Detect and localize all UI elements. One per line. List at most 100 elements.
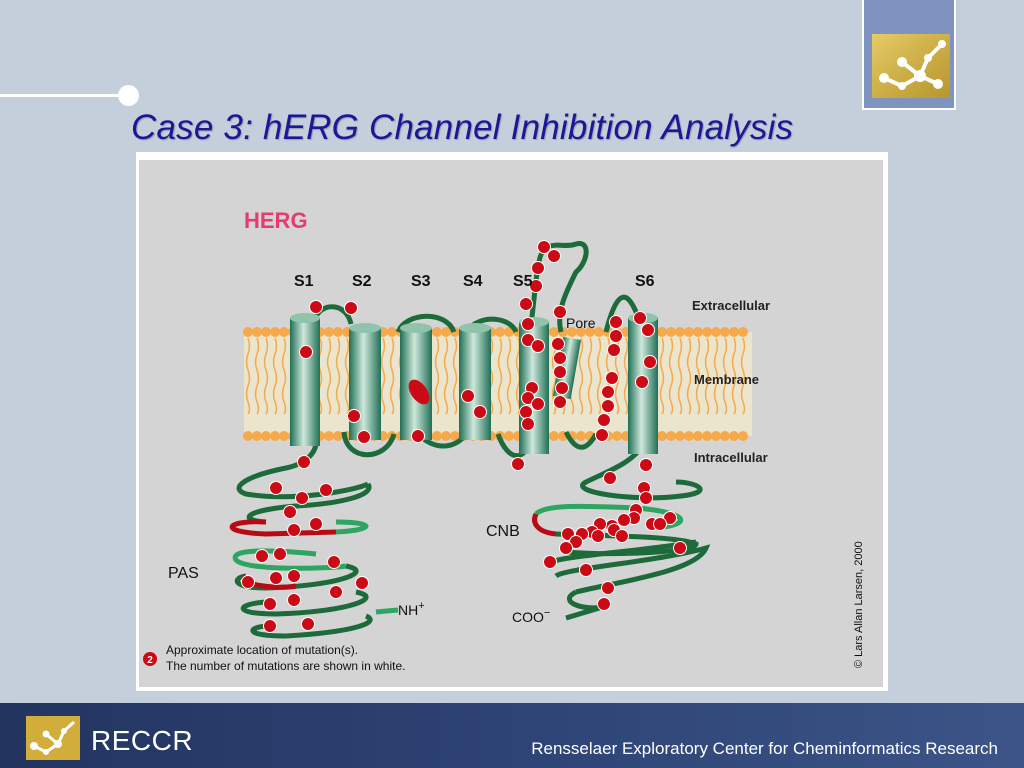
segment-labels: S1 S2 S3 S4 S5 S6	[294, 273, 655, 290]
lipid-tail	[623, 337, 629, 415]
lipid-head	[675, 327, 685, 337]
mutation-marker	[559, 541, 573, 555]
mutation-marker	[529, 279, 543, 293]
legend-line-1: Approximate location of mutation(s).	[166, 643, 358, 657]
lipid-tail	[272, 337, 278, 415]
mutation-marker	[591, 529, 605, 543]
lipid-head	[666, 327, 676, 337]
cnb-domain-label: CNB	[486, 523, 520, 540]
segment-label-s5: S5	[513, 273, 533, 290]
mutation-marker	[319, 483, 333, 497]
lipid-head	[657, 327, 667, 337]
mutation-marker	[357, 430, 371, 444]
mutation-marker	[553, 395, 567, 409]
lipid-head	[567, 327, 577, 337]
pore-label: Pore	[566, 315, 596, 331]
lipid-tail	[686, 337, 692, 415]
mutation-marker	[255, 549, 269, 563]
intracellular-label: Intracellular	[694, 450, 768, 465]
mutation-marker	[411, 429, 425, 443]
lipid-tail	[677, 337, 683, 415]
lipid-head	[495, 327, 505, 337]
mutation-marker	[263, 597, 277, 611]
s3-mutation-cluster	[408, 379, 430, 405]
legend: 2 Approximate location of mutation(s). T…	[143, 643, 405, 673]
lipid-head	[450, 431, 460, 441]
mutation-marker	[297, 455, 311, 469]
lipid-head	[261, 431, 271, 441]
lipid-head	[333, 431, 343, 441]
lipid-head	[432, 431, 442, 441]
legend-badge-number: 2	[147, 655, 153, 666]
footer-bar: RECCR Rensselaer Exploratory Center for …	[0, 703, 1024, 768]
mutation-marker	[355, 576, 369, 590]
mutation-marker	[551, 337, 565, 351]
mutation-marker	[601, 581, 615, 595]
mutation-marker	[597, 413, 611, 427]
mutation-marker	[617, 513, 631, 527]
mutation-marker	[555, 381, 569, 395]
mutation-marker	[283, 505, 297, 519]
lipid-head	[711, 431, 721, 441]
lipid-head	[693, 327, 703, 337]
mutation-marker	[609, 329, 623, 343]
lipid-head	[576, 327, 586, 337]
mutation-marker	[344, 301, 358, 315]
mutation-marker	[327, 555, 341, 569]
mutation-marker	[309, 517, 323, 531]
lipid-head	[243, 431, 253, 441]
lipid-head	[666, 431, 676, 441]
mutation-marker	[347, 409, 361, 423]
c-terminus-label: COO−	[512, 607, 550, 625]
lipid-head	[432, 327, 442, 337]
mutation-marker	[519, 405, 533, 419]
lipid-head	[585, 327, 595, 337]
lipid-tail	[335, 337, 341, 415]
mutation-marker	[329, 585, 343, 599]
mutation-marker	[531, 261, 545, 275]
mutation-marker	[269, 481, 283, 495]
lipid-tail	[731, 337, 737, 415]
segment-label-s4: S4	[463, 273, 483, 290]
mutation-marker	[301, 617, 315, 631]
mutation-marker	[639, 491, 653, 505]
mutation-marker	[553, 365, 567, 379]
mutation-marker	[607, 343, 621, 357]
mutation-marker	[309, 300, 323, 314]
mutation-marker	[579, 563, 593, 577]
lipid-tail	[317, 337, 323, 415]
lipid-head	[324, 431, 334, 441]
mutation-marker	[553, 351, 567, 365]
lipid-tail	[380, 337, 386, 415]
mutation-marker	[633, 311, 647, 325]
lipid-head	[693, 431, 703, 441]
segment-label-s6: S6	[635, 273, 655, 290]
mutation-marker	[263, 619, 277, 633]
mutation-marker	[673, 541, 687, 555]
segment-label-s3: S3	[411, 273, 431, 290]
helix-s4	[459, 323, 491, 440]
mutation-marker	[601, 385, 615, 399]
mutation-marker	[537, 240, 551, 254]
footer-molecule-logo-icon	[26, 716, 80, 760]
lipid-tail	[722, 337, 728, 415]
mutation-marker	[643, 355, 657, 369]
mutation-marker	[547, 249, 561, 263]
lipid-head	[441, 327, 451, 337]
lipid-head	[504, 327, 514, 337]
lipid-tail	[281, 337, 287, 415]
herg-diagram: HERG S1 S2 S3 S4 S5 S6 Pore Extracellula…	[139, 160, 883, 687]
lipid-head	[738, 327, 748, 337]
mutation-marker	[641, 323, 655, 337]
header-logo	[862, 0, 956, 110]
lipid-head	[252, 327, 262, 337]
n-terminus-label: NH+	[398, 600, 425, 618]
lipid-head	[279, 327, 289, 337]
segment-label-s2: S2	[352, 273, 372, 290]
lipid-tail	[704, 337, 710, 415]
mutation-marker	[521, 417, 535, 431]
mutation-marker	[287, 593, 301, 607]
lipid-tail	[488, 337, 494, 415]
lipid-tail	[344, 337, 350, 415]
lipid-head	[333, 327, 343, 337]
